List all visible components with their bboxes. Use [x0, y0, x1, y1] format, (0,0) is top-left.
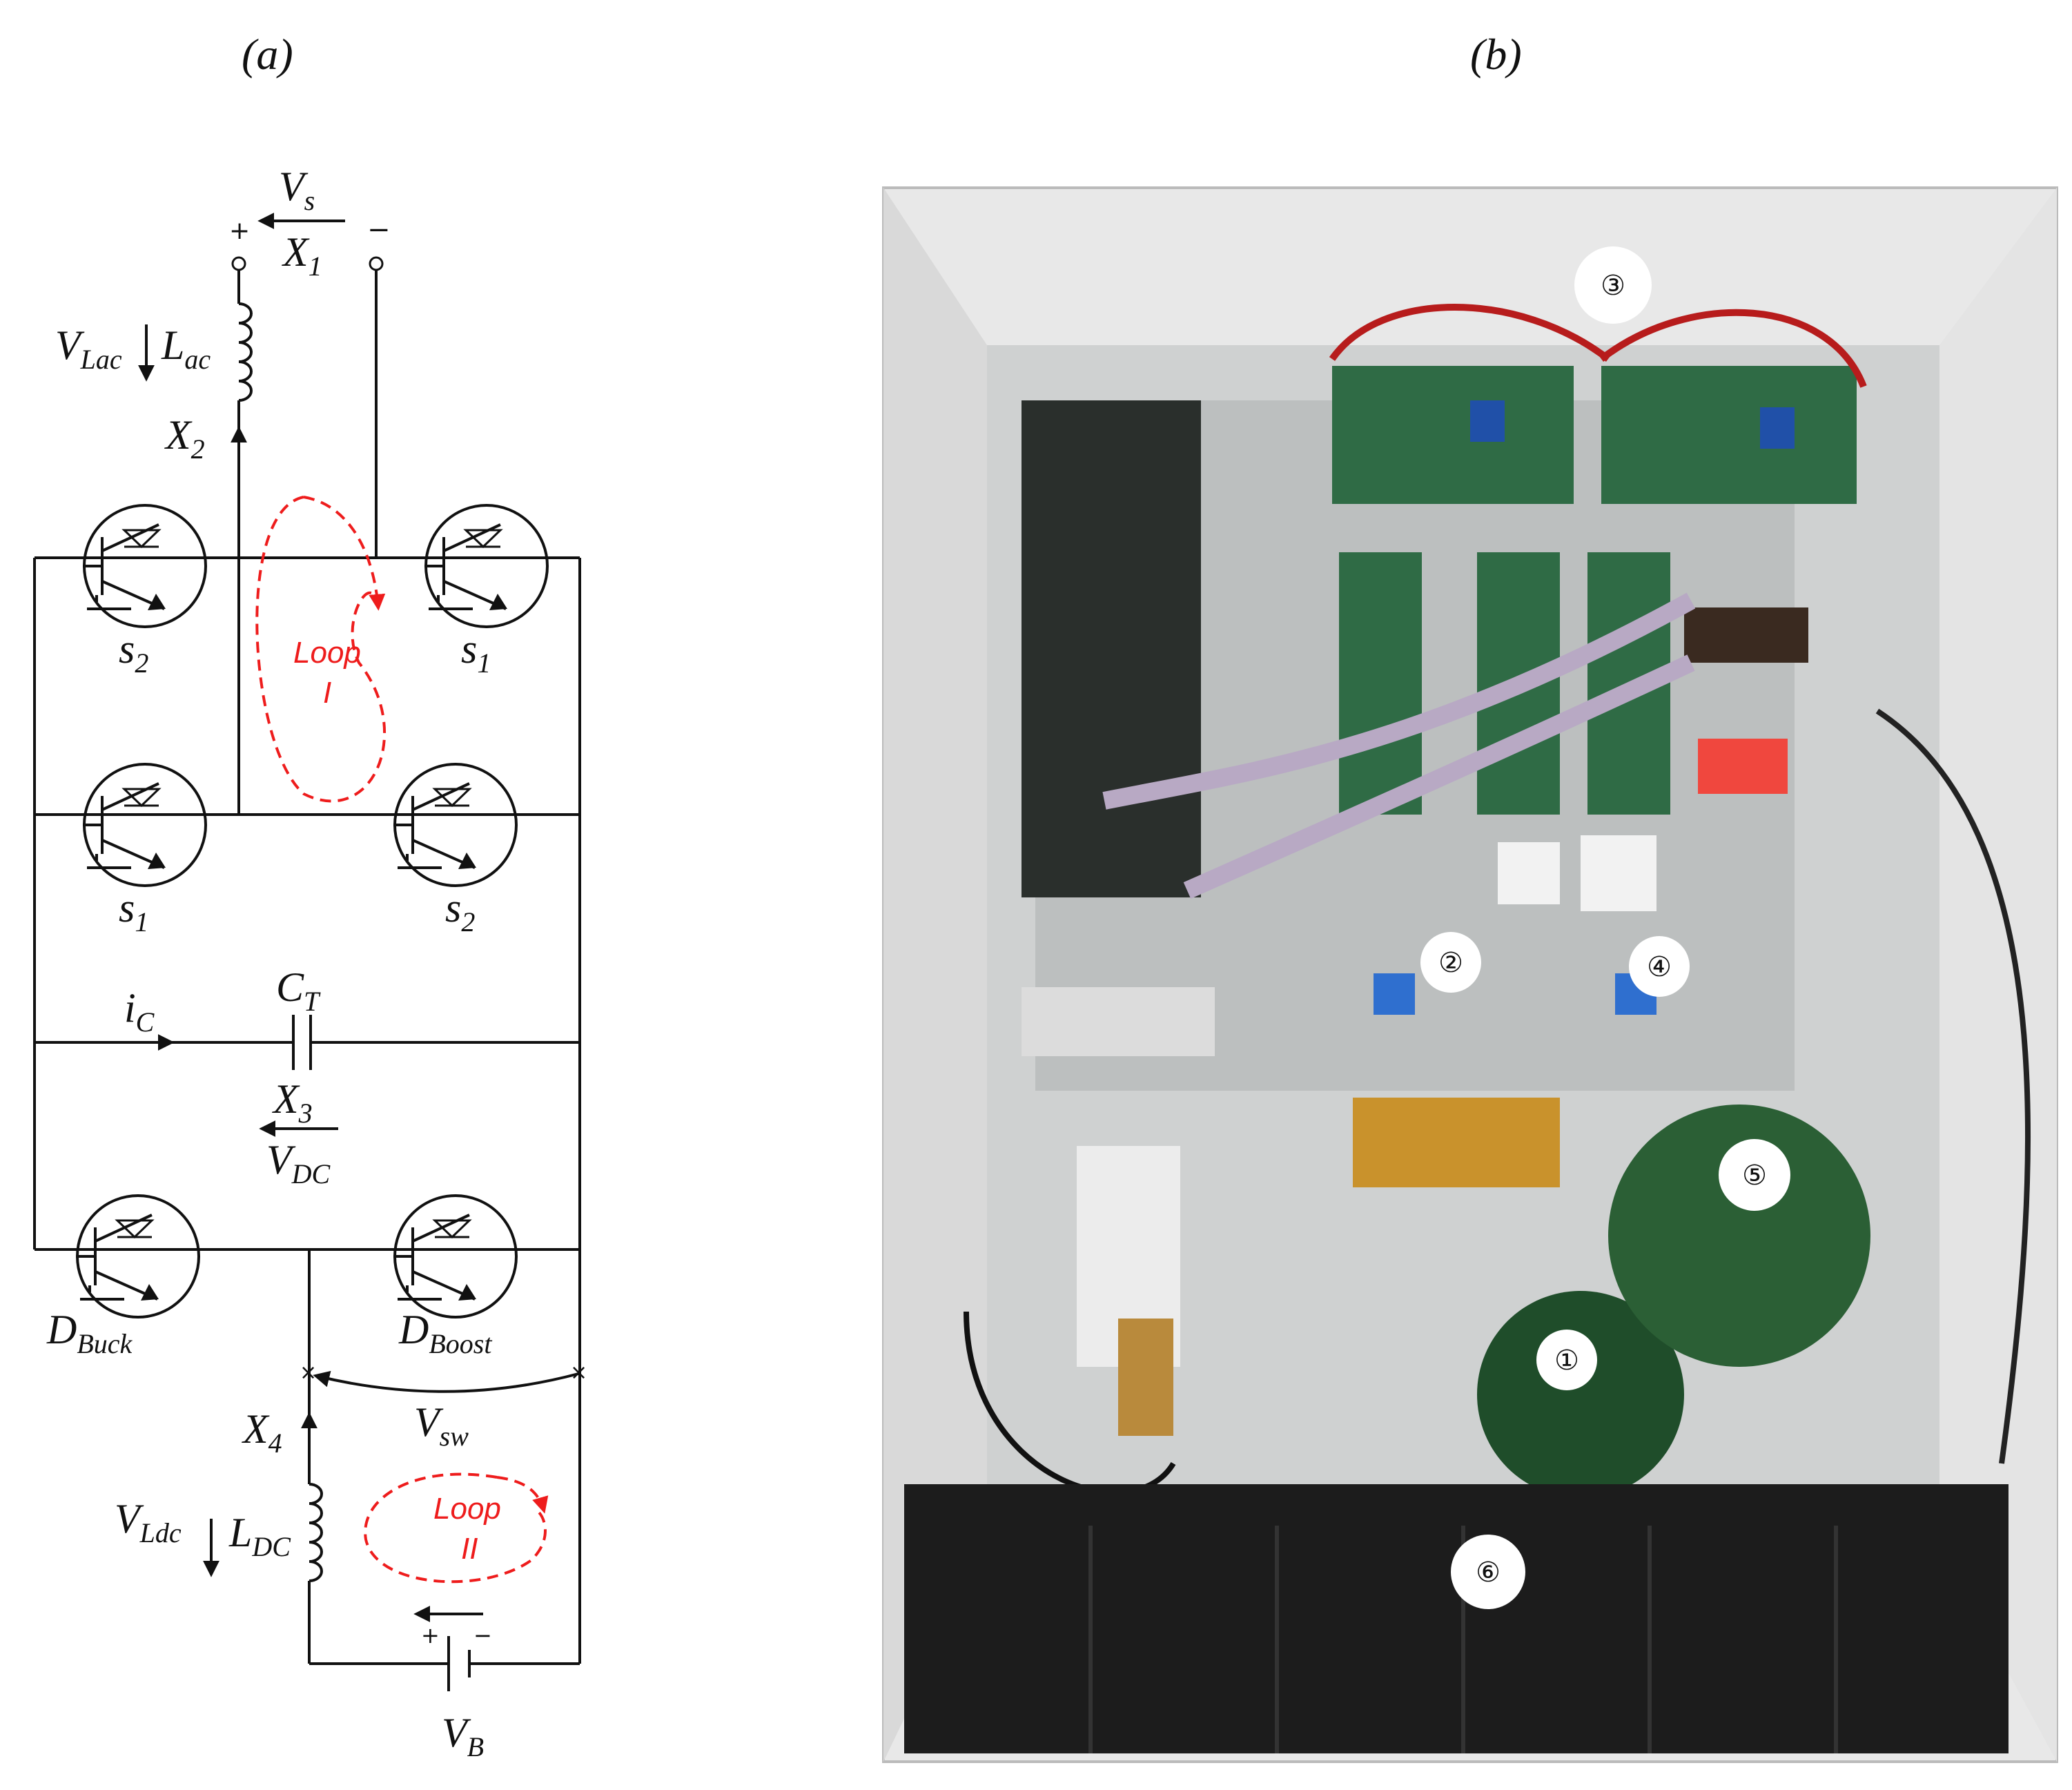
- marker-6: ⑥: [1451, 1535, 1525, 1609]
- vb-label: VB: [442, 1710, 484, 1762]
- inductor-toroid-1: [1477, 1291, 1684, 1498]
- lac-label: Lac: [161, 322, 211, 375]
- sensor-transducer-1: [1470, 400, 1505, 442]
- vdc-label: VDC: [266, 1137, 331, 1189]
- white-capacitor-2: [1581, 835, 1656, 911]
- panel-a-circuit: (a) + − Vs X1 VLac Lac X2: [33, 30, 587, 1762]
- wire-right: [1875, 708, 2031, 1464]
- switch-s2-bottom-label: s2: [445, 885, 475, 937]
- switch-s2-top: [81, 504, 207, 628]
- switch-s1-bottom: [81, 763, 207, 887]
- x4-label: X4: [242, 1406, 282, 1459]
- switch-s1-top-label: s1: [461, 626, 491, 679]
- panel-b-label: (b): [1470, 30, 1522, 79]
- ldc-label: LDC: [228, 1510, 291, 1562]
- ic-label: iC: [124, 985, 155, 1038]
- warning-label: [1684, 607, 1808, 663]
- vlac-label: VLac: [55, 322, 122, 375]
- vs-label: Vs: [279, 164, 315, 216]
- wire-harness-ribbon-2: [1183, 654, 1695, 899]
- battery-bank: [904, 1484, 2009, 1753]
- marker-2: ②: [1420, 932, 1481, 993]
- marker-4: ④: [1629, 936, 1690, 997]
- x1-label: X1: [282, 229, 322, 282]
- sensor-board-2: [1601, 366, 1857, 504]
- cross-left: ×: [300, 1361, 317, 1385]
- vsw-label: Vsw: [414, 1399, 469, 1452]
- switch-s2-bottom: [392, 763, 518, 887]
- driver-board-1: [1339, 552, 1422, 815]
- cabinet-right-wall: [1939, 188, 2057, 1762]
- loop-1: Loop I: [255, 496, 386, 803]
- heatsink-resistor: [1353, 1098, 1560, 1187]
- panel-a-label: (a): [242, 30, 293, 79]
- switch-s2-top-label: s2: [119, 626, 148, 679]
- battery-plus: +: [421, 1622, 440, 1648]
- sensor-transducer-2: [1760, 407, 1795, 449]
- white-capacitor-1: [1498, 842, 1560, 904]
- switch-s1-top: [423, 504, 549, 628]
- terminal-strip: [1118, 1319, 1173, 1436]
- wire-harness-ribbon: [1102, 592, 1696, 810]
- x3-label: X3: [272, 1076, 313, 1129]
- panel-b-photo: (b): [882, 30, 2058, 1763]
- marker-4-text: ④: [1647, 951, 1672, 983]
- wire-harness-red: [1329, 304, 1867, 388]
- relay-blue-1: [1374, 973, 1415, 1015]
- x2-label: X2: [164, 412, 205, 465]
- battery: + − VB: [413, 1606, 492, 1762]
- cabinet-left-wall: [883, 188, 987, 1762]
- source-minus: −: [367, 214, 391, 246]
- loop-1-line1: Loop: [293, 636, 361, 670]
- loop-1-line2: I: [323, 676, 331, 710]
- battery-minus: −: [473, 1622, 492, 1648]
- marker-3-text: ③: [1601, 270, 1625, 302]
- loop-2-line1: Loop: [433, 1492, 501, 1526]
- marker-1-text: ①: [1554, 1345, 1579, 1376]
- marker-5: ⑤: [1719, 1139, 1790, 1211]
- dbuck-label: DBuck: [46, 1307, 133, 1359]
- dboost-label: DBoost: [398, 1307, 492, 1359]
- marker-1: ①: [1536, 1330, 1597, 1390]
- cross-right: ×: [570, 1361, 587, 1385]
- marker-3: ③: [1574, 246, 1652, 324]
- switch-s1-bottom-label: s1: [119, 885, 148, 937]
- loop-2: Loop II: [364, 1472, 549, 1584]
- source-plus: +: [229, 217, 250, 245]
- source-terminals: + − Vs X1: [229, 164, 391, 282]
- marker-5-text: ⑤: [1742, 1160, 1767, 1191]
- marker-6-text: ⑥: [1476, 1557, 1501, 1588]
- dc-branch: X4 × × Vsw VLdc LDC: [115, 1249, 587, 1691]
- marker-2-text: ②: [1438, 947, 1463, 979]
- red-connector: [1698, 739, 1788, 794]
- controller-board: [1022, 400, 1201, 897]
- switch-dbuck: [75, 1194, 200, 1319]
- inductor-lac: VLac Lac X2: [55, 270, 253, 572]
- sensor-board-1: [1332, 366, 1574, 504]
- ct-label: CT: [276, 964, 321, 1017]
- vldc-label: VLdc: [115, 1496, 182, 1548]
- vsw-arrow: [313, 1370, 579, 1393]
- loop-2-line2: II: [461, 1532, 478, 1566]
- terminal-block: [1022, 987, 1215, 1056]
- switch-dboost: [392, 1194, 518, 1319]
- inductor-toroid-2: [1608, 1105, 1870, 1367]
- capacitor-ct: iC CT X3 VDC: [35, 964, 580, 1189]
